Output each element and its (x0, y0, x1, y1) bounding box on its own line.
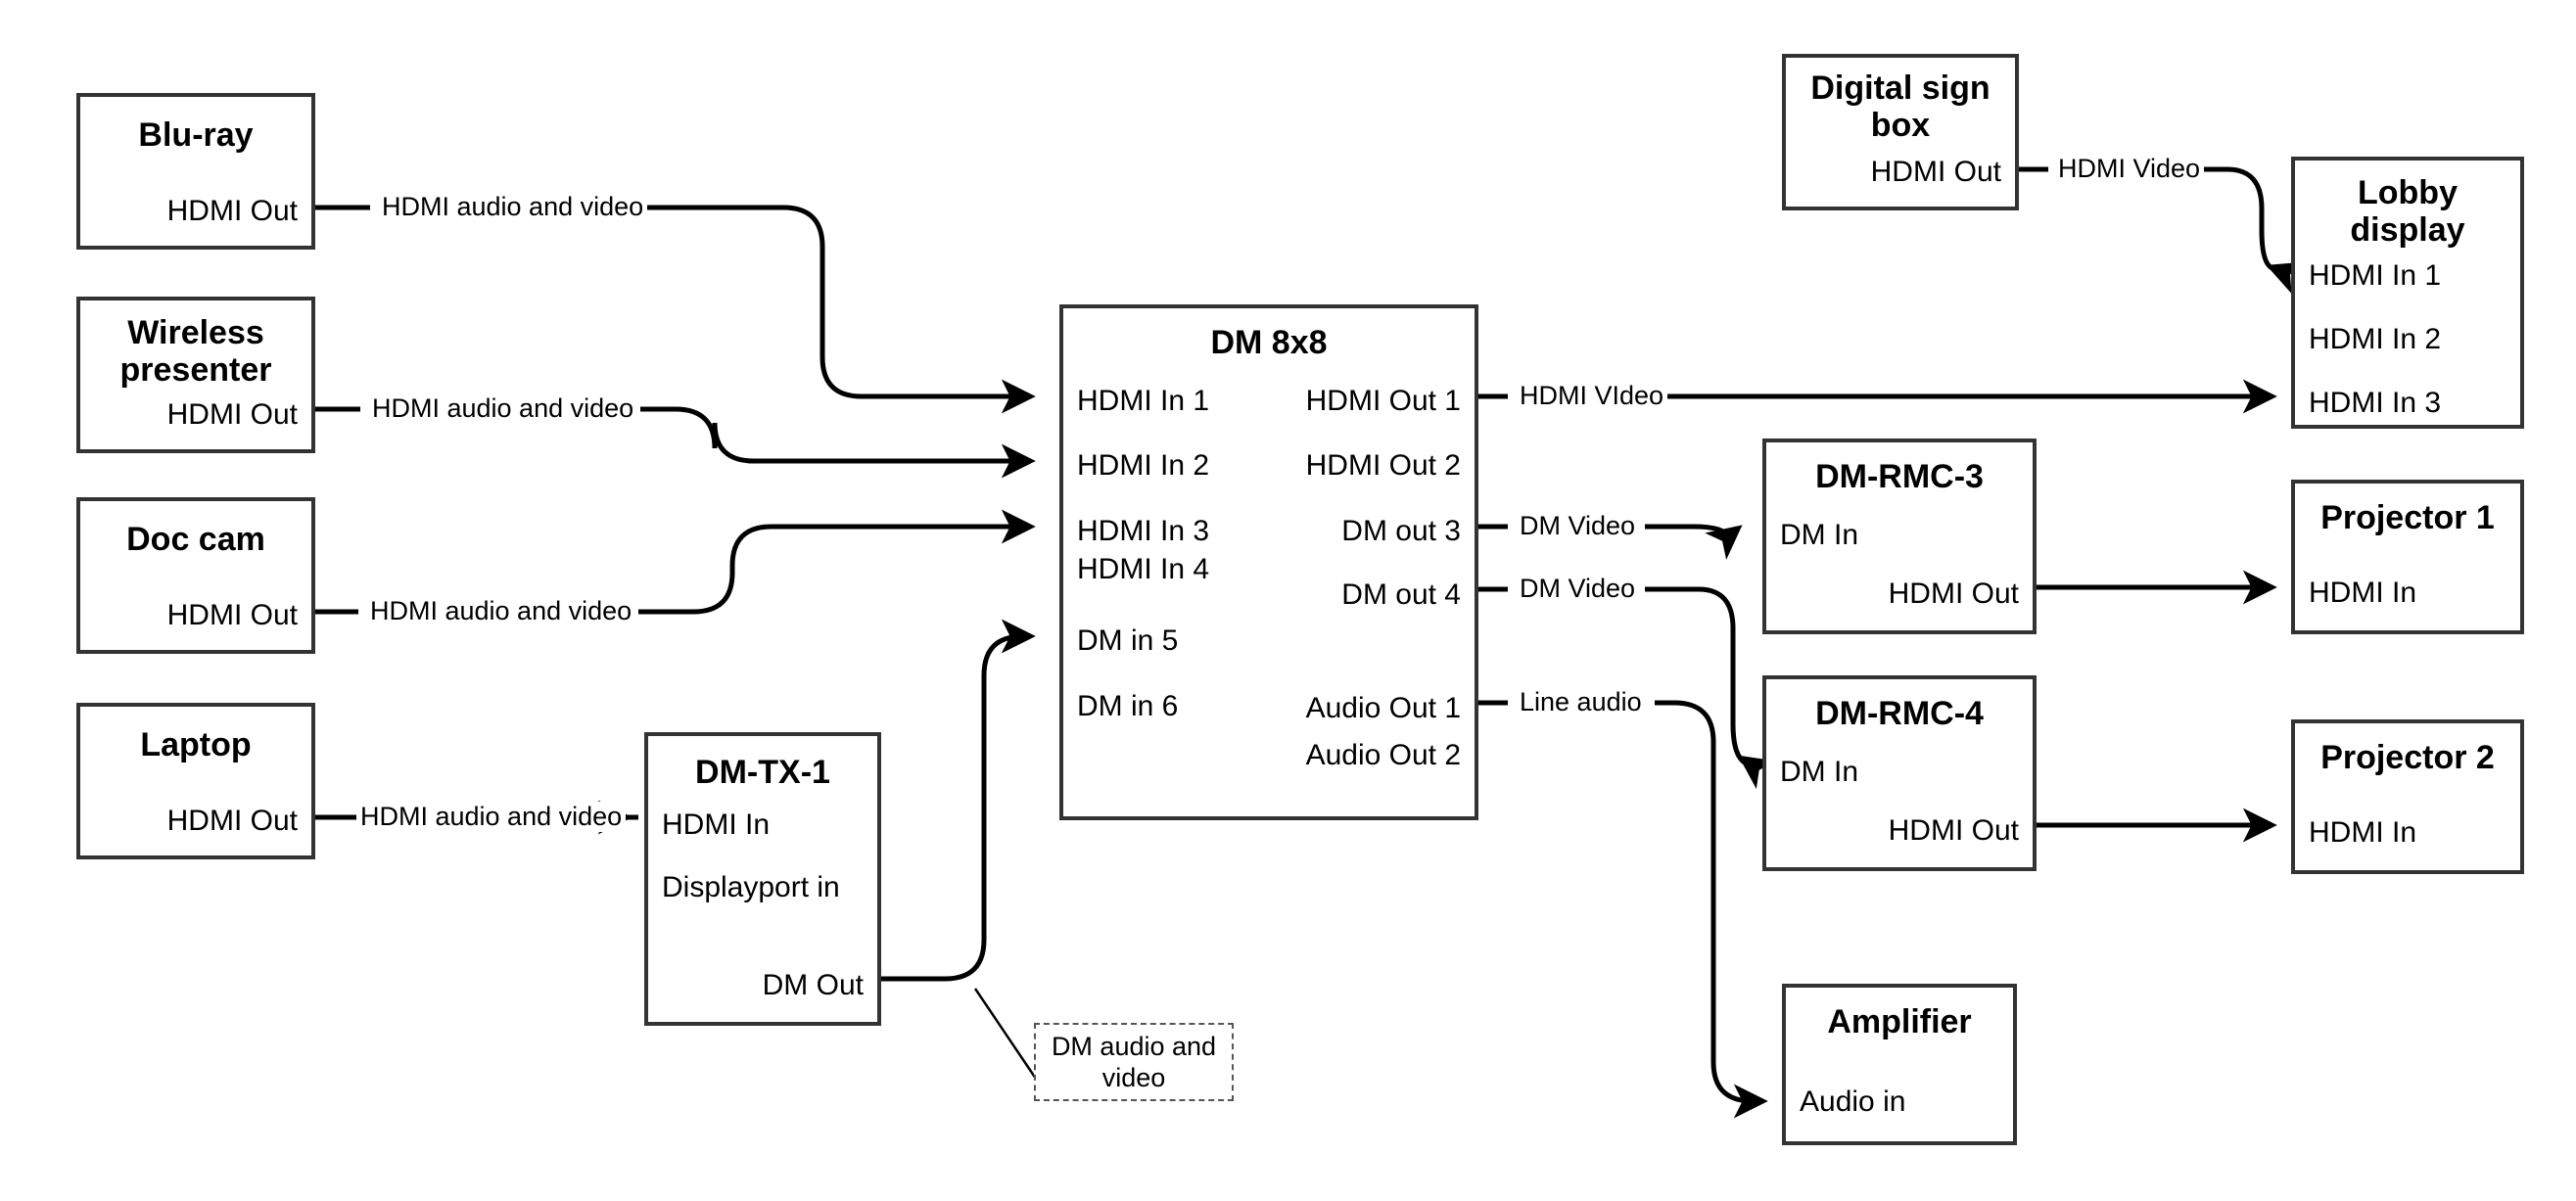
node-wireless-presenter-port-hdmi-out[interactable]: HDMI Out (166, 398, 298, 431)
node-digital-sign-box[interactable]: Digital sign box HDMI Out (1782, 54, 2019, 210)
annotation-line-2: video (1101, 1063, 1166, 1092)
node-dm-8x8-input-hdmi-in-1[interactable]: HDMI In 1 (1077, 385, 1210, 417)
node-dm-8x8-output-hdmi-out-1[interactable]: HDMI Out 1 (1305, 385, 1461, 417)
edge-label-dm8x8-out4-to-rmc4: DM Video (1516, 574, 1640, 604)
node-bluray-title: Blu-ray (138, 116, 254, 154)
node-lobby-display-input-hdmi-in-1[interactable]: HDMI In 1 (2309, 259, 2442, 292)
node-digital-sign-box-title-line1: Digital sign (1810, 69, 1991, 107)
node-dm-rmc-4-title: DM-RMC-4 (1815, 695, 1984, 732)
node-dm-tx-1-port-hdmi-in[interactable]: HDMI In (662, 808, 771, 841)
edge-label-doccam-to-dm8x8: HDMI audio and video (366, 596, 636, 626)
node-lobby-display-title-line1: Lobby (2358, 174, 2458, 211)
node-amplifier-title: Amplifier (1827, 1003, 1972, 1040)
node-wireless-presenter-title-line1: Wireless (127, 314, 264, 351)
edge-label-dm8x8-out1-to-lobby: HDMI VIdeo (1516, 381, 1668, 411)
node-dm-8x8-input-hdmi-in-2[interactable]: HDMI In 2 (1077, 449, 1210, 482)
annotation-line-1: DM audio and (1051, 1031, 1217, 1061)
node-laptop[interactable]: Laptop HDMI Out (76, 703, 315, 859)
node-wireless-presenter[interactable]: Wireless presenter HDMI Out (76, 297, 315, 453)
node-dm-8x8-title: DM 8x8 (1210, 324, 1328, 361)
node-dm-tx-1[interactable]: DM-TX-1 HDMI In Displayport in DM Out (644, 732, 881, 1026)
node-doc-cam[interactable]: Doc cam HDMI Out (76, 497, 315, 654)
node-digital-sign-box-port-hdmi-out[interactable]: HDMI Out (1870, 156, 2001, 188)
node-projector-2-title: Projector 2 (2320, 739, 2495, 776)
node-digital-sign-box-title-line2: box (1870, 107, 1931, 144)
node-dm-rmc-3-title: DM-RMC-3 (1815, 458, 1984, 495)
node-dm-tx-1-port-dm-out[interactable]: DM Out (762, 969, 864, 1001)
node-projector-2-port-hdmi-in[interactable]: HDMI In (2309, 816, 2417, 849)
node-dm-8x8[interactable]: DM 8x8 HDMI In 1 HDMI In 2 HDMI In 3 HDM… (1059, 304, 1478, 820)
node-doc-cam-title: Doc cam (126, 521, 265, 558)
node-dm-rmc-3-port-hdmi-out[interactable]: HDMI Out (1888, 577, 2019, 610)
node-dm-8x8-output-audio-out-1[interactable]: Audio Out 1 (1305, 692, 1461, 724)
node-projector-2[interactable]: Projector 2 HDMI In (2291, 719, 2524, 874)
edge-label-dm8x8-out3-to-rmc3: DM Video (1516, 511, 1640, 541)
node-dm-8x8-input-hdmi-in-4[interactable]: HDMI In 4 (1077, 553, 1210, 585)
node-projector-1-title: Projector 1 (2320, 499, 2495, 536)
node-dm-8x8-input-hdmi-in-3[interactable]: HDMI In 3 (1077, 515, 1210, 547)
node-dm-rmc-4-port-hdmi-out[interactable]: HDMI Out (1888, 814, 2019, 847)
node-dm-8x8-output-dm-out-4[interactable]: DM out 4 (1341, 578, 1461, 611)
annotation-dm-audio-and-video: DM audio and video (1034, 1023, 1234, 1101)
edge-label-bluray-to-dm8x8: HDMI audio and video (378, 192, 648, 222)
node-laptop-title: Laptop (140, 726, 252, 763)
edge-label-sign-to-lobby: HDMI Video (2054, 154, 2205, 184)
node-bluray-port-hdmi-out[interactable]: HDMI Out (166, 195, 298, 227)
node-dm-8x8-output-dm-out-3[interactable]: DM out 3 (1341, 515, 1461, 547)
node-dm-tx-1-port-displayport-in[interactable]: Displayport in (662, 871, 840, 903)
node-dm-8x8-input-dm-in-6[interactable]: DM in 6 (1077, 690, 1179, 722)
node-dm-8x8-input-dm-in-5[interactable]: DM in 5 (1077, 624, 1179, 657)
node-lobby-display[interactable]: Lobby display HDMI In 1 HDMI In 2 HDMI I… (2291, 157, 2524, 429)
node-dm-8x8-output-hdmi-out-2[interactable]: HDMI Out 2 (1305, 449, 1461, 482)
node-amplifier[interactable]: Amplifier Audio in (1782, 984, 2017, 1145)
node-laptop-port-hdmi-out[interactable]: HDMI Out (166, 805, 298, 837)
node-wireless-presenter-title-line2: presenter (119, 351, 272, 389)
node-amplifier-port-audio-in[interactable]: Audio in (1800, 1086, 1906, 1118)
node-projector-1[interactable]: Projector 1 HDMI In (2291, 480, 2524, 634)
node-bluray[interactable]: Blu-ray HDMI Out (76, 93, 315, 250)
node-dm-rmc-3[interactable]: DM-RMC-3 DM In HDMI Out (1762, 439, 2037, 634)
edge-label-dm8x8-audio1-to-amplifier: Line audio (1516, 687, 1646, 717)
node-dm-rmc-4[interactable]: DM-RMC-4 DM In HDMI Out (1762, 675, 2037, 871)
edge-label-wireless-to-dm8x8: HDMI audio and video (368, 393, 638, 424)
node-projector-1-port-hdmi-in[interactable]: HDMI In (2309, 577, 2417, 609)
node-dm-rmc-4-port-dm-in[interactable]: DM In (1780, 756, 1859, 788)
node-dm-8x8-output-audio-out-2[interactable]: Audio Out 2 (1305, 739, 1461, 771)
node-lobby-display-title-line2: display (2350, 211, 2465, 249)
node-lobby-display-input-hdmi-in-3[interactable]: HDMI In 3 (2309, 387, 2442, 419)
node-dm-tx-1-title: DM-TX-1 (695, 754, 830, 791)
node-dm-rmc-3-port-dm-in[interactable]: DM In (1780, 519, 1859, 551)
edge-label-laptop-to-dmtx1: HDMI audio and video (356, 802, 627, 832)
node-doc-cam-port-hdmi-out[interactable]: HDMI Out (166, 599, 298, 631)
node-lobby-display-input-hdmi-in-2[interactable]: HDMI In 2 (2309, 323, 2442, 355)
